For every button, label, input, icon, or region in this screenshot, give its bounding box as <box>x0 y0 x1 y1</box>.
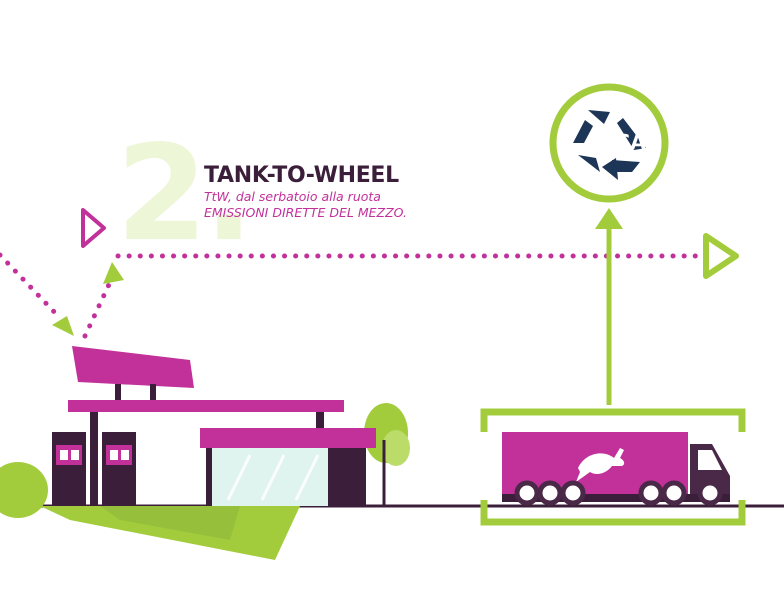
bush-left <box>0 462 48 518</box>
station-canopy <box>68 400 344 412</box>
arrowhead-left-diagonal <box>52 316 74 336</box>
arrowhead-up <box>595 208 623 229</box>
step-number: 2. <box>116 117 254 271</box>
truck <box>502 432 730 506</box>
dotted-line-left-diagonal <box>0 252 63 321</box>
dotted-flow-lines <box>0 252 705 339</box>
arrow-right-icon <box>703 233 739 279</box>
arrowhead-up-diagonal <box>103 262 124 284</box>
step-subtitle-line1: TtW, dal serbatoio alla ruota <box>204 189 381 204</box>
green-arrowheads <box>52 262 124 336</box>
fuel-pump-right <box>102 432 136 506</box>
station-sign <box>72 346 194 388</box>
play-arrow-icon <box>81 208 106 248</box>
step-subtitle-line2: EMISSIONI DIRETTE DEL MEZZO. <box>204 205 407 220</box>
shop-roof <box>200 428 376 448</box>
kangaroo-icon <box>576 448 625 482</box>
truck-wheels <box>514 480 723 506</box>
lca-badge <box>549 83 669 203</box>
grass-patch <box>40 506 300 560</box>
step-title: TANK-TO-WHEEL <box>204 163 399 188</box>
lca-label: LCA <box>602 130 647 154</box>
recycle-icon <box>573 110 646 180</box>
fuel-pump-left <box>52 432 86 506</box>
tree <box>364 403 410 506</box>
truck-frame <box>480 408 746 526</box>
gas-station <box>52 346 376 506</box>
dotted-line-up-diagonal <box>82 275 115 339</box>
